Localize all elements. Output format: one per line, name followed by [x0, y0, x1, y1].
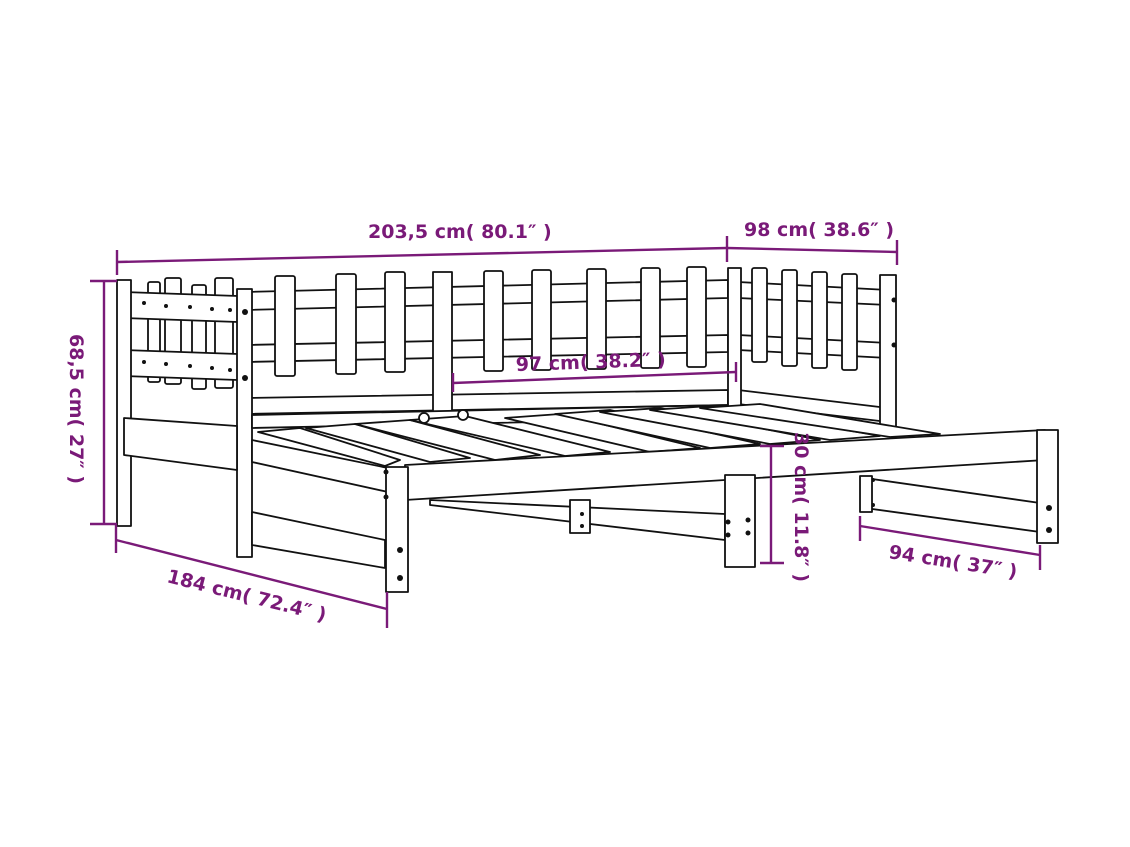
left-back-post [116, 279, 132, 527]
dimension-total-length: 203,5 cm( 80.1″ ) [115, 221, 729, 275]
trundle-leg-front-right [1036, 429, 1059, 544]
label-trundle-length: 184 cm( 72.4″ ) [165, 566, 329, 627]
daybed-frame [116, 266, 1059, 593]
dimension-height: 68,5 cm( 27″ ) [65, 279, 117, 526]
left-front-post [236, 288, 253, 558]
label-trundle-height: 30 cm( 11.8″ ) [790, 432, 812, 582]
left-headboard [116, 277, 253, 558]
label-inner-length: 97 cm( 38.2″ ) [515, 349, 666, 376]
middle-back-post [432, 271, 453, 413]
trundle-frame [251, 429, 1059, 593]
right-back-post [727, 267, 742, 419]
right-headboard [727, 267, 897, 431]
trundle-slats [257, 403, 941, 467]
label-headboard-width: 98 cm( 38.6″ ) [744, 219, 894, 241]
dimension-headboard-width: 98 cm( 38.6″ ) [726, 219, 899, 265]
dimension-inner-length: 97 cm( 38.2″ ) [451, 349, 738, 392]
trundle-leg-front-left [385, 466, 409, 593]
dimension-trundle-height: 30 cm( 11.8″ ) [760, 432, 812, 582]
back-slats [274, 266, 707, 377]
label-height: 68,5 cm( 27″ ) [65, 334, 87, 484]
label-total-length: 203,5 cm( 80.1″ ) [368, 221, 552, 243]
